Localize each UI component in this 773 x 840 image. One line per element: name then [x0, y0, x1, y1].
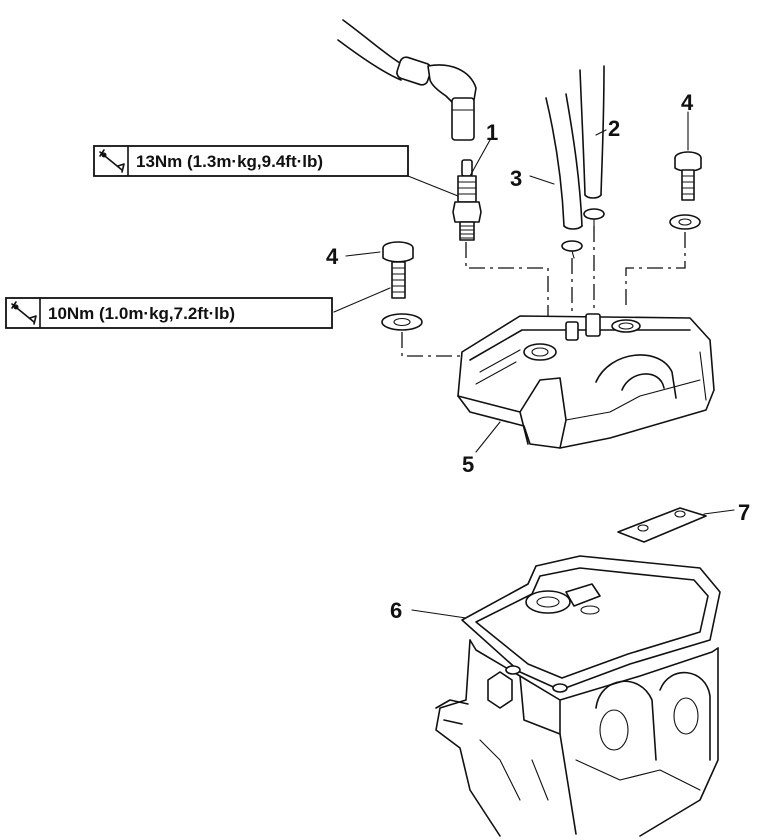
- callout-6: 6: [390, 598, 402, 623]
- cover-bolt-left: [381, 241, 423, 331]
- cover-gasket: [461, 555, 721, 691]
- spark-plug-cap: [337, 19, 477, 141]
- callout-2: 2: [608, 116, 620, 141]
- callout-4-right: 4: [681, 90, 694, 115]
- callout-1: 1: [486, 120, 498, 145]
- callout-5: 5: [462, 452, 474, 477]
- torque-spec-cover-bolt: 10Nm (1.0m·kg,7.2ft·lb): [5, 297, 333, 329]
- torque-spec-text: 10Nm (1.0m·kg,7.2ft·lb): [48, 304, 235, 323]
- hose-3: [545, 93, 583, 230]
- torque-wrench-icon: [11, 301, 37, 325]
- cylinder-head: [435, 639, 719, 837]
- leader-lines: [333, 111, 735, 619]
- callout-3: 3: [510, 166, 522, 191]
- callout-7: 7: [738, 500, 750, 525]
- cover-plate: [617, 507, 707, 543]
- torque-wrench-icon: [99, 149, 125, 173]
- torque-spec-spark-plug: 13Nm (1.3m·kg,9.4ft·lb): [93, 145, 409, 177]
- hose-2: [579, 65, 605, 199]
- callout-4-left: 4: [326, 244, 339, 269]
- cylinder-head-cover: [457, 313, 715, 449]
- hose-clips: [561, 208, 605, 259]
- torque-spec-text: 13Nm (1.3m·kg,9.4ft·lb): [136, 152, 323, 171]
- spark-plug: [452, 159, 482, 241]
- cover-bolt-right: [669, 151, 702, 230]
- assembly-guide-lines: [401, 226, 686, 357]
